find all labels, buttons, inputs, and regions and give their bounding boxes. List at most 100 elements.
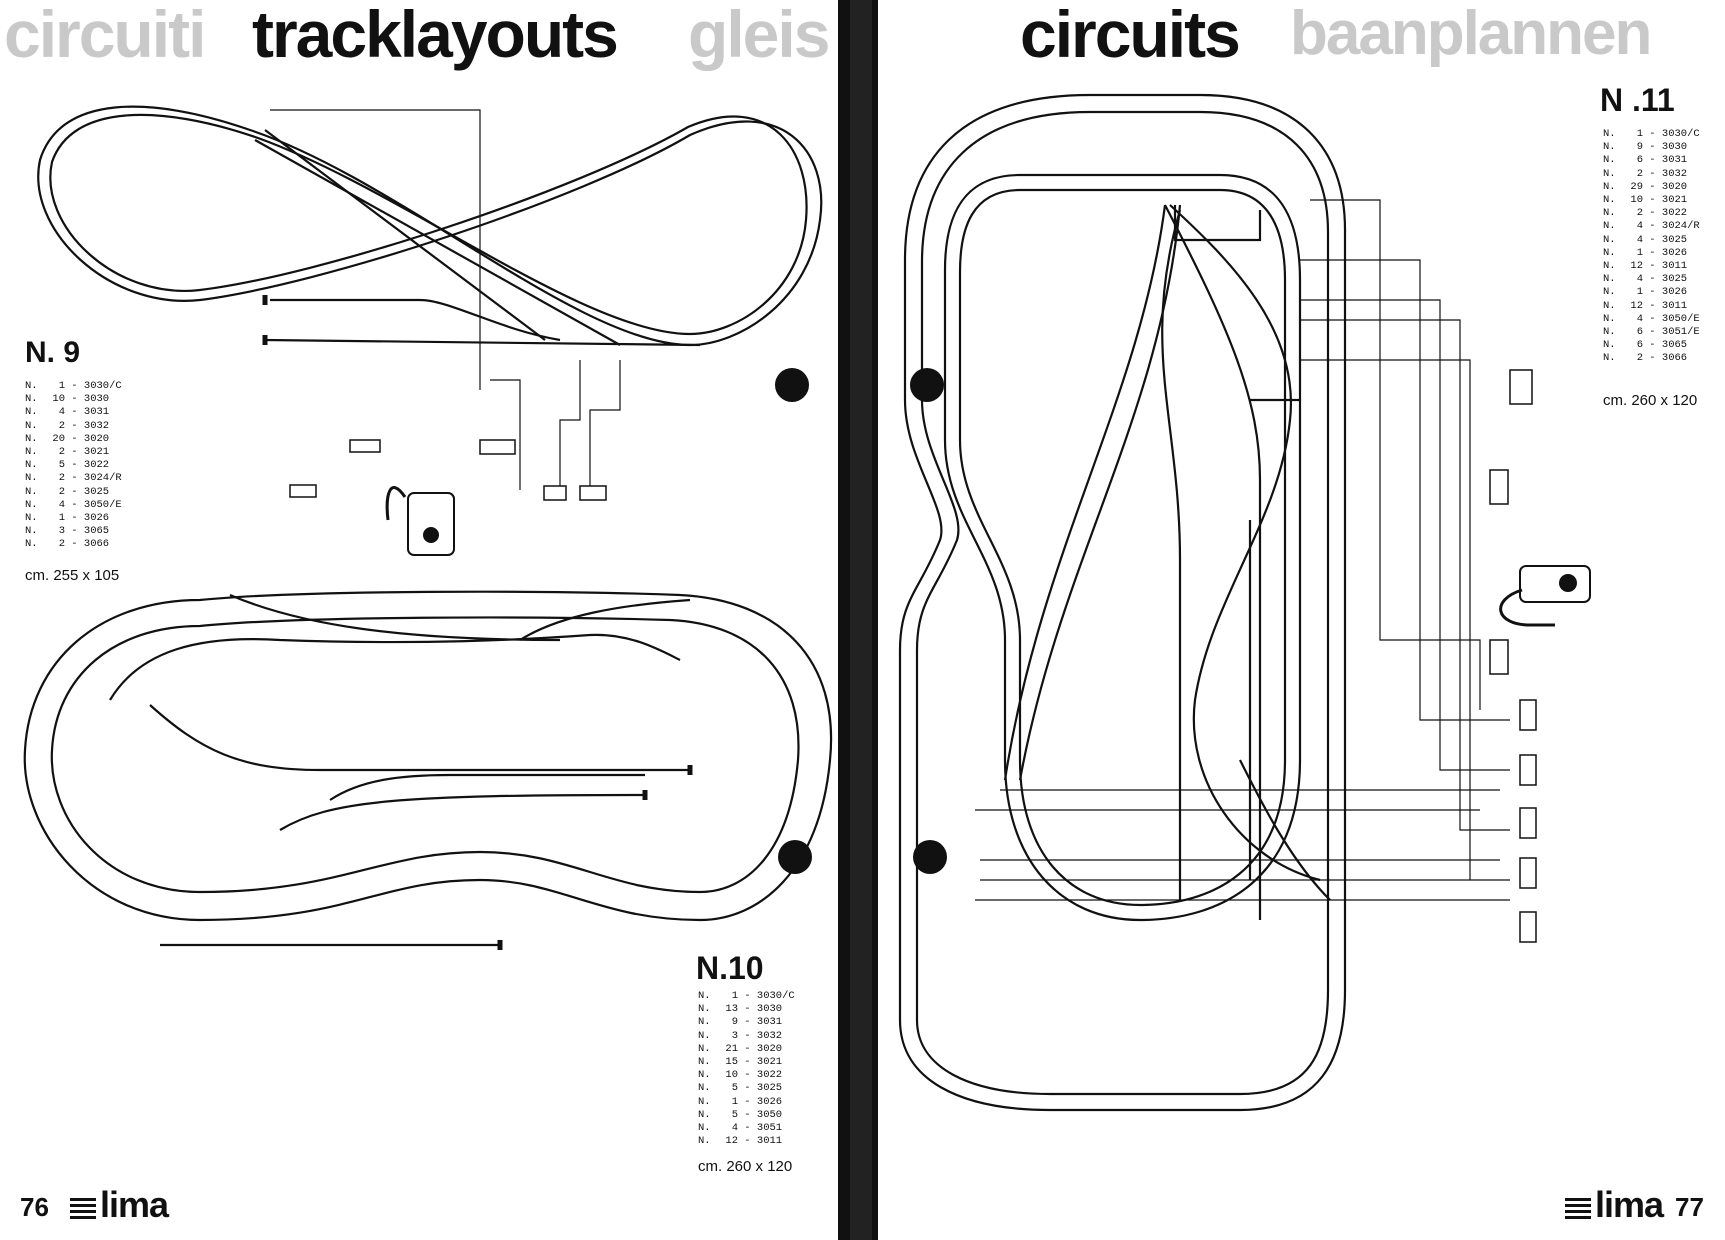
part-separator: - — [1643, 128, 1662, 140]
brand-name: lima — [100, 1184, 169, 1225]
part-code: 3030/C — [1661, 128, 1700, 140]
part-separator: - — [65, 419, 84, 432]
part-code: 3065 — [83, 525, 110, 538]
part-separator: - — [738, 1056, 757, 1069]
part-prefix: N. — [698, 1135, 711, 1148]
part-separator: - — [65, 446, 84, 459]
part-quantity: 4 — [58, 498, 65, 511]
part-quantity: 4 — [1636, 233, 1643, 246]
layout-title-n11: N .11 — [1600, 82, 1675, 118]
part-separator: - — [1643, 207, 1662, 220]
part-prefix: N. — [1603, 326, 1616, 339]
part-quantity: 1 — [58, 380, 65, 392]
part-quantity: 2 — [1636, 207, 1643, 220]
part-prefix: N. — [698, 1095, 711, 1108]
part-row: N.13 - 3030 — [698, 1003, 795, 1016]
part-code: 3030 — [1661, 141, 1688, 154]
binder-hole — [913, 840, 947, 874]
part-prefix: N. — [698, 1122, 711, 1135]
part-quantity: 29 — [1630, 180, 1643, 193]
part-quantity: 21 — [725, 1042, 738, 1055]
part-separator: - — [65, 498, 84, 511]
part-code: 3065 — [1661, 339, 1688, 352]
part-prefix: N. — [25, 472, 38, 485]
part-code: 3025 — [1661, 233, 1688, 246]
part-separator: - — [738, 1042, 757, 1055]
part-separator: - — [738, 1082, 757, 1095]
dimensions-n10: cm. 260 x 120 — [698, 1158, 793, 1175]
binder-hole — [775, 368, 809, 402]
part-row: N.12 - 3011 — [1603, 260, 1700, 273]
part-quantity: 1 — [58, 512, 65, 525]
part-code: 3050 — [756, 1108, 783, 1121]
part-separator: - — [1643, 352, 1662, 365]
part-prefix: N. — [1603, 154, 1616, 167]
part-separator: - — [1643, 246, 1662, 259]
part-quantity: 2 — [58, 419, 65, 432]
part-separator: - — [1643, 167, 1662, 180]
part-row: N.21 - 3020 — [698, 1043, 795, 1056]
part-separator: - — [65, 472, 84, 485]
part-quantity: 1 — [731, 1095, 738, 1108]
part-separator: - — [1643, 312, 1662, 325]
part-code: 3030/C — [83, 380, 122, 392]
part-row: N.2 - 3022 — [1603, 207, 1700, 220]
part-quantity: 4 — [1636, 273, 1643, 286]
part-separator: - — [65, 406, 84, 419]
part-prefix: N. — [698, 1016, 711, 1029]
part-prefix: N. — [698, 1029, 711, 1042]
part-row: N.1 - 3030/C — [698, 990, 795, 1003]
part-quantity: 9 — [1636, 141, 1643, 154]
part-code: 3032 — [1661, 167, 1688, 180]
part-code: 3031 — [1661, 154, 1688, 167]
part-code: 3026 — [1661, 246, 1688, 259]
dimensions-n9: cm. 255 x 105 — [25, 567, 120, 584]
part-row: N.5 - 3025 — [698, 1082, 795, 1095]
part-separator: - — [738, 990, 757, 1002]
part-prefix: N. — [25, 485, 38, 498]
part-code: 3051 — [756, 1122, 783, 1135]
part-prefix: N. — [1603, 207, 1616, 220]
part-code: 3021 — [1661, 194, 1688, 207]
part-row: N.1 - 3030/C — [1603, 128, 1700, 141]
part-quantity: 4 — [731, 1122, 738, 1135]
part-quantity: 2 — [58, 472, 65, 485]
part-separator: - — [65, 485, 84, 498]
part-code: 3011 — [1661, 260, 1688, 273]
part-prefix: N. — [1603, 299, 1616, 312]
part-separator: - — [65, 393, 84, 406]
part-separator: - — [738, 1003, 757, 1016]
part-code: 3022 — [756, 1069, 783, 1082]
part-row: N.1 - 3030/C — [25, 380, 122, 393]
part-quantity: 2 — [1636, 352, 1643, 365]
part-quantity: 5 — [731, 1108, 738, 1121]
part-row: N.2 - 3024/R — [25, 472, 122, 485]
part-prefix: N. — [698, 1056, 711, 1069]
part-row: N.4 - 3024/R — [1603, 220, 1700, 233]
controller-icon — [385, 486, 455, 556]
part-prefix: N. — [25, 393, 38, 406]
brand-logo-left: lima — [70, 1184, 169, 1226]
part-quantity: 2 — [58, 446, 65, 459]
dimensions-n11: cm. 260 x 120 — [1603, 392, 1698, 409]
part-separator: - — [1643, 194, 1662, 207]
part-code: 3020 — [1661, 180, 1688, 193]
part-quantity: 9 — [731, 1016, 738, 1029]
part-separator: - — [1643, 339, 1662, 352]
part-code: 3020 — [756, 1042, 783, 1055]
part-separator: - — [1643, 286, 1662, 299]
part-prefix: N. — [25, 498, 38, 511]
part-row: N.4 - 3025 — [1603, 234, 1700, 247]
part-prefix: N. — [1603, 286, 1616, 299]
part-prefix: N. — [25, 525, 38, 538]
part-code: 3022 — [83, 459, 110, 472]
part-separator: - — [1643, 273, 1662, 286]
part-quantity: 20 — [52, 432, 65, 445]
part-quantity: 10 — [52, 393, 65, 406]
part-quantity: 5 — [58, 459, 65, 472]
part-quantity: 5 — [731, 1082, 738, 1095]
part-quantity: 12 — [1630, 299, 1643, 312]
part-row: N.2 - 3032 — [1603, 168, 1700, 181]
